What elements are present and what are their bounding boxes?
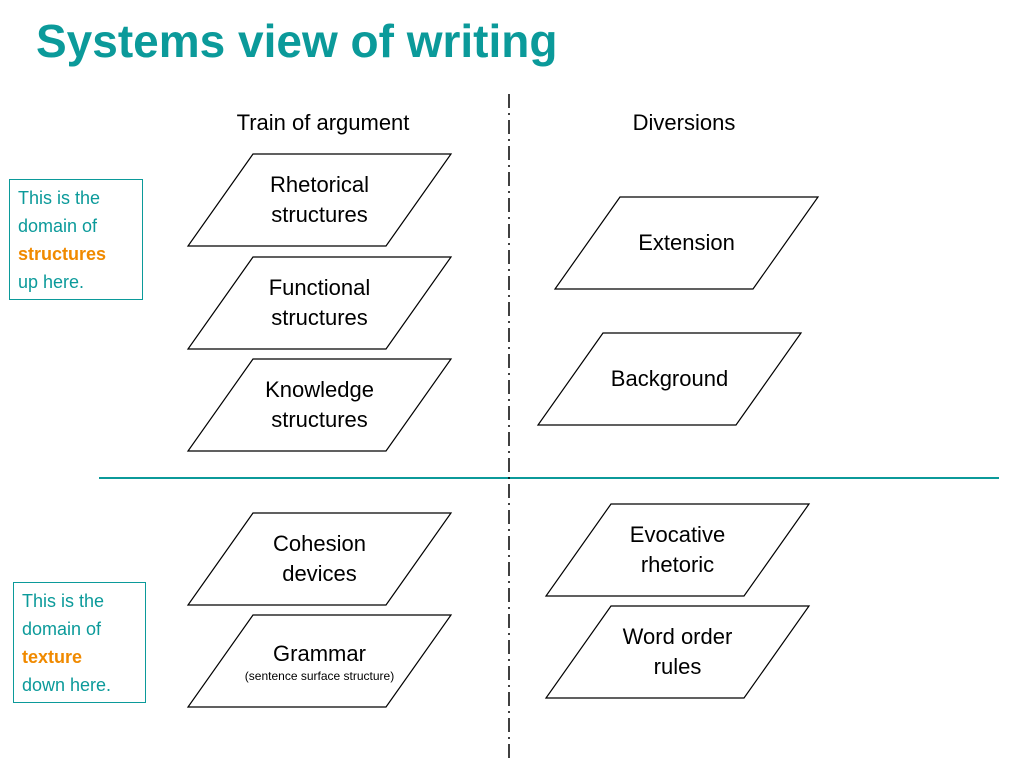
- knowledge-structures-box: Knowledge structures: [186, 358, 453, 452]
- evocative-rhetoric-label-2: rhetoric: [640, 552, 715, 577]
- grammar-label: Grammar: [273, 641, 366, 666]
- evocative-rhetoric-box: Evocative rhetoric: [544, 503, 811, 597]
- background-label: Background: [610, 366, 729, 391]
- structures-note-line-2: domain of: [18, 216, 98, 236]
- knowledge-structures-label-2: structures: [271, 407, 368, 432]
- rhetorical-structures-box: Rhetorical structures: [186, 153, 453, 247]
- functional-structures-label-1: Functional: [268, 275, 371, 300]
- word-order-rules-label-2: rules: [653, 654, 702, 679]
- grammar-sublabel: (sentence surface structure): [244, 669, 395, 683]
- functional-structures-label-2: structures: [271, 305, 368, 330]
- slide-title: Systems view of writing: [36, 15, 558, 67]
- knowledge-structures-label-1: Knowledge: [265, 377, 374, 402]
- texture-note-highlight: texture: [22, 647, 83, 667]
- background-box: Background: [536, 332, 803, 426]
- structures-note-highlight: structures: [18, 244, 107, 264]
- column-heading-train-of-argument: Train of argument: [236, 110, 410, 135]
- texture-domain-note: This is the domain of texture down here.: [13, 582, 146, 703]
- structures-note-line-4: up here.: [18, 272, 85, 292]
- cohesion-devices-label-1: Cohesion: [273, 531, 366, 556]
- cohesion-devices-label-2: devices: [282, 561, 357, 586]
- structures-note-line-1: This is the: [18, 188, 101, 208]
- grammar-box: Grammar (sentence surface structure): [186, 614, 453, 708]
- rhetorical-structures-label-2: structures: [271, 202, 368, 227]
- structures-domain-note: This is the domain of structures up here…: [9, 179, 143, 300]
- evocative-rhetoric-label-1: Evocative: [629, 522, 726, 547]
- word-order-rules-box: Word order rules: [544, 605, 811, 699]
- extension-label: Extension: [638, 230, 735, 255]
- word-order-rules-label-1: Word order: [622, 624, 733, 649]
- column-heading-diversions: Diversions: [632, 110, 736, 135]
- texture-note-line-2: domain of: [22, 619, 102, 639]
- rhetorical-structures-label-1: Rhetorical: [269, 172, 370, 197]
- extension-box: Extension: [553, 196, 820, 290]
- texture-note-line-1: This is the: [22, 591, 105, 611]
- texture-note-line-4: down here.: [22, 675, 112, 695]
- functional-structures-box: Functional structures: [186, 256, 453, 350]
- cohesion-devices-box: Cohesion devices: [186, 512, 453, 606]
